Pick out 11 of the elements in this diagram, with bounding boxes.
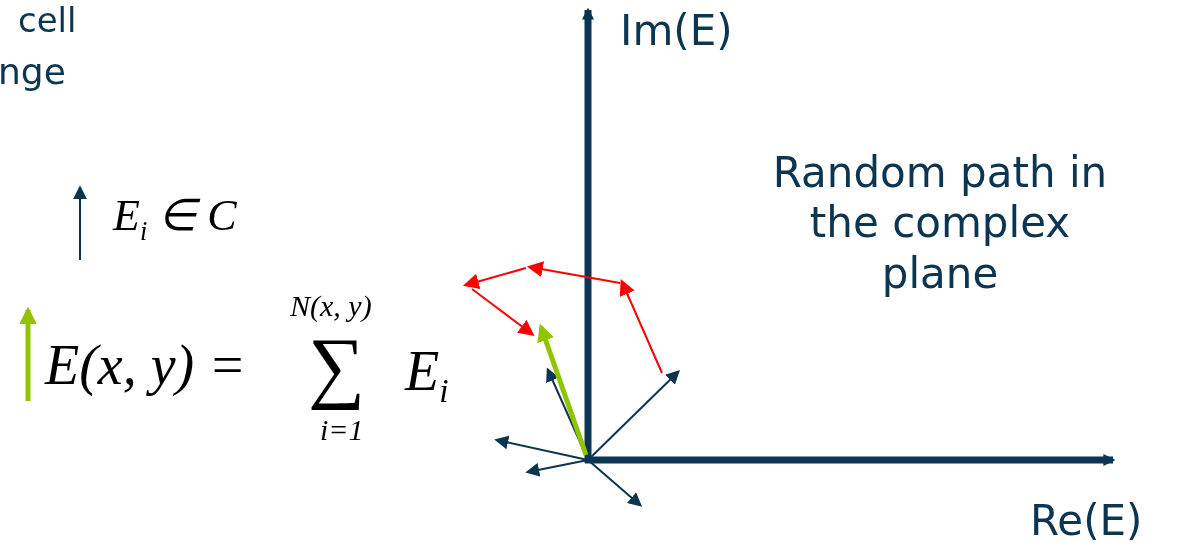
math-label: E$_{i}$ ∈ C (113, 190, 237, 248)
math-label: Re(E) (1030, 496, 1143, 547)
math-label: E$_{i}$ (405, 339, 449, 412)
math-label: nge (0, 50, 66, 94)
math-label: E(x, y) = (45, 333, 246, 398)
math-label: Random path in the complex plane (771, 148, 1109, 300)
math-label: i=1 (320, 412, 364, 448)
math-label: ∑ (308, 322, 366, 412)
math-label: cell (18, 0, 77, 41)
math-label: Im(E) (620, 6, 733, 57)
math-label: N(x, y) (290, 288, 372, 324)
